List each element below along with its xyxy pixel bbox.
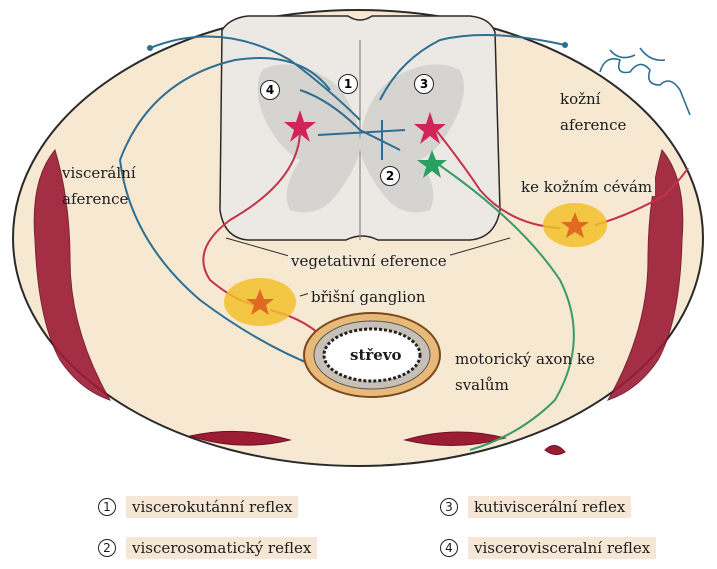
legend-number: 2	[98, 539, 116, 557]
legend-item-4: 4 viscerovisceralní reflex	[440, 537, 656, 559]
ganglion-abdominal	[224, 278, 296, 326]
legend-number: 3	[440, 498, 458, 516]
legend-text: viscerosomatický reflex	[126, 537, 317, 559]
label-brisni-ganglion: břišní ganglion	[308, 288, 429, 306]
marker-4: 4	[260, 80, 280, 100]
spinal-cord	[220, 16, 500, 240]
label-ke-koznim-cevam: ke kožním cévám	[518, 178, 655, 196]
legend-text: viscerovisceralní reflex	[468, 537, 656, 559]
label-visceral-aference: viscerální aference	[62, 160, 172, 212]
marker-2: 2	[380, 166, 400, 186]
label-vegetativni-eference: vegetativní eference	[288, 252, 450, 270]
legend-text: viscerokutánní reflex	[126, 496, 298, 518]
legend-item-1: 1 viscerokutánní reflex	[98, 496, 298, 518]
marker-3: 3	[414, 74, 434, 94]
legend-item-3: 3 kutiviscerální reflex	[440, 496, 631, 518]
label-kozni-aference: kožní aference	[560, 86, 640, 138]
label-strevo: střevo	[350, 346, 402, 364]
legend-number: 1	[98, 498, 116, 516]
legend-number: 4	[440, 539, 458, 557]
marker-1: 1	[338, 74, 358, 94]
ganglion-skin	[543, 203, 607, 247]
legend-text: kutiviscerální reflex	[468, 496, 631, 518]
label-motoricky-axon: motorický axon ke svalům	[455, 346, 605, 398]
legend-item-2: 2 viscerosomatický reflex	[98, 537, 317, 559]
